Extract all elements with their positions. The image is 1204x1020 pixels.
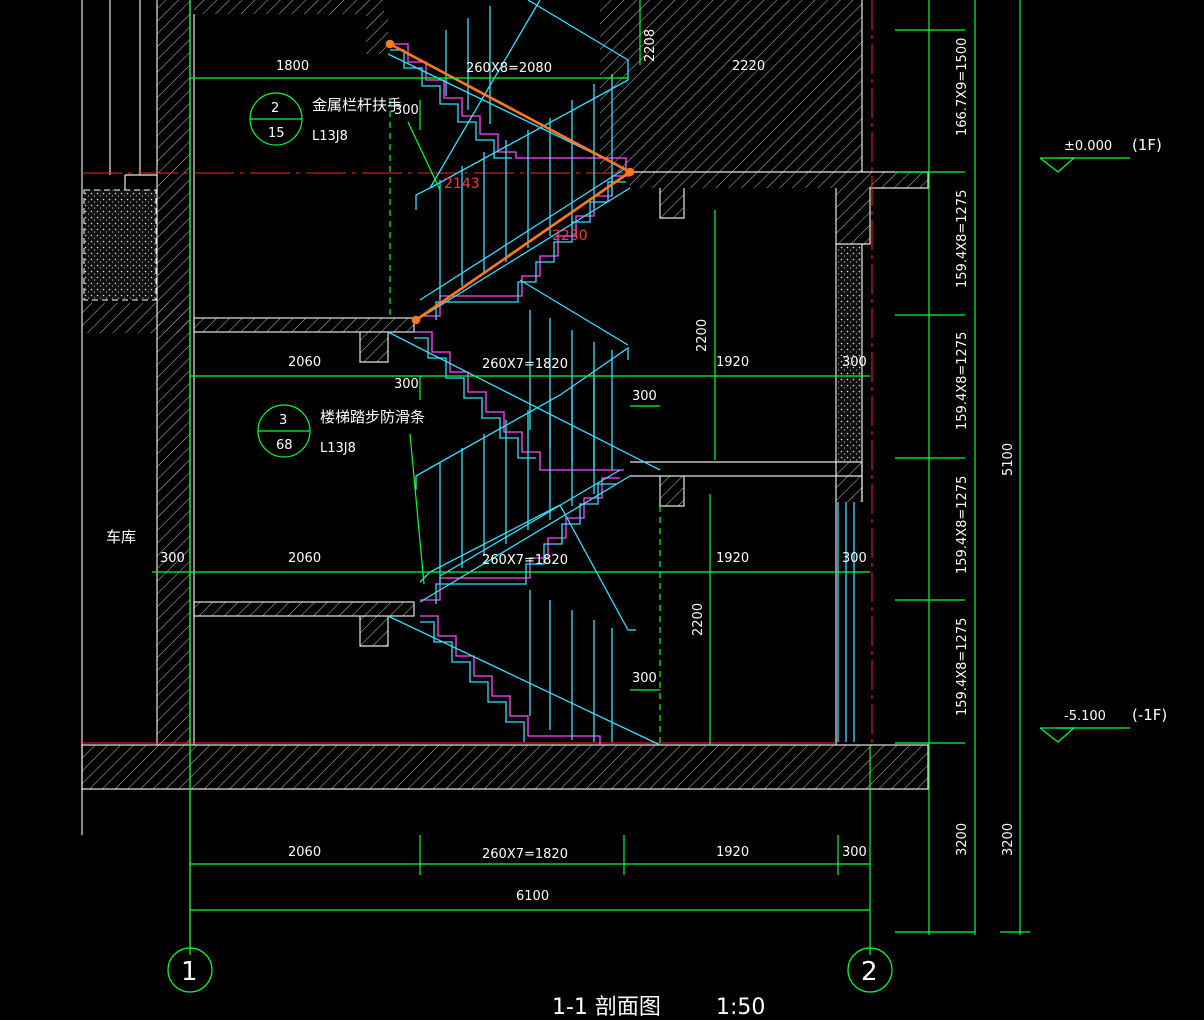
level-b1-value: -5.100: [1064, 709, 1106, 724]
callout-3-num: 3: [279, 413, 287, 428]
level-b1-floor: (-1F): [1132, 706, 1167, 724]
dim-v-3200-right: 3200: [1001, 823, 1016, 856]
dim-v-4: 159.4X8=1275: [955, 476, 970, 574]
callout-3-text: 楼梯踏步防滑条: [320, 408, 425, 426]
axis-2: 2: [861, 957, 878, 987]
dim-top-flight: 260X8=2080: [466, 61, 552, 76]
dim-v-1: 166.7X9=1500: [955, 38, 970, 136]
callout-2-num: 2: [271, 101, 279, 116]
dim-bottom-300: 300: [842, 845, 867, 860]
annotation-2230: 2230: [552, 228, 588, 244]
dim-bottom-2060: 2060: [288, 845, 321, 860]
railings: [415, 0, 855, 742]
dim-r2-300: 300: [842, 551, 867, 566]
dim-v-total: 5100: [1001, 443, 1016, 476]
dim-300-d: 300: [632, 671, 657, 686]
callout-2-text: 金属栏杆扶手: [312, 96, 402, 114]
highlight-lines: [385, 39, 635, 325]
dim-v-3200-left: 3200: [955, 823, 970, 856]
callout-3-sheet: 68: [276, 438, 293, 453]
axis-1: 1: [181, 957, 198, 987]
dim-r2-1920: 1920: [716, 551, 749, 566]
dim-top-1800: 1800: [276, 59, 309, 74]
dim-r2-300-left: 300: [160, 551, 185, 566]
dim-r1-1920: 1920: [716, 355, 749, 370]
dim-r1-flight: 260X7=1820: [482, 357, 568, 372]
dim-v-2: 159.4X8=1275: [955, 190, 970, 288]
callout-2-sheet: 15: [268, 126, 285, 141]
dim-r2-flight: 260X7=1820: [482, 553, 568, 568]
dimension-lines: [152, 0, 1130, 993]
dim-clear-2200-a: 2200: [695, 319, 710, 352]
dim-300-a: 300: [394, 103, 419, 118]
dim-v-3: 159.4X8=1275: [955, 332, 970, 430]
dim-2208: 2208: [643, 29, 658, 62]
dim-300-b: 300: [394, 377, 419, 392]
dim-300-c: 300: [632, 389, 657, 404]
callout-2-atlas: L13J8: [312, 129, 348, 144]
dim-r1-2060: 2060: [288, 355, 321, 370]
annotation-2143: 2143: [444, 176, 480, 192]
dim-r1-300: 300: [842, 355, 867, 370]
dim-v-5: 159.4X8=1275: [955, 618, 970, 716]
dim-clear-2200-b: 2200: [691, 603, 706, 636]
dim-r2-2060: 2060: [288, 551, 321, 566]
drawing-scale: 1:50: [716, 995, 765, 1020]
callout-3-atlas: L13J8: [320, 441, 356, 456]
dim-bottom-1920: 1920: [716, 845, 749, 860]
level-1f-value: ±0.000: [1064, 139, 1112, 154]
level-1f-floor: (1F): [1132, 136, 1162, 154]
room-label-garage: 车库: [106, 528, 136, 546]
dim-total-6100: 6100: [516, 889, 549, 904]
dim-bottom-flight: 260X7=1820: [482, 847, 568, 862]
hatched-walls: [82, 0, 928, 789]
dim-top-2220: 2220: [732, 59, 765, 74]
drawing-title: 1-1 剖面图: [552, 995, 661, 1020]
